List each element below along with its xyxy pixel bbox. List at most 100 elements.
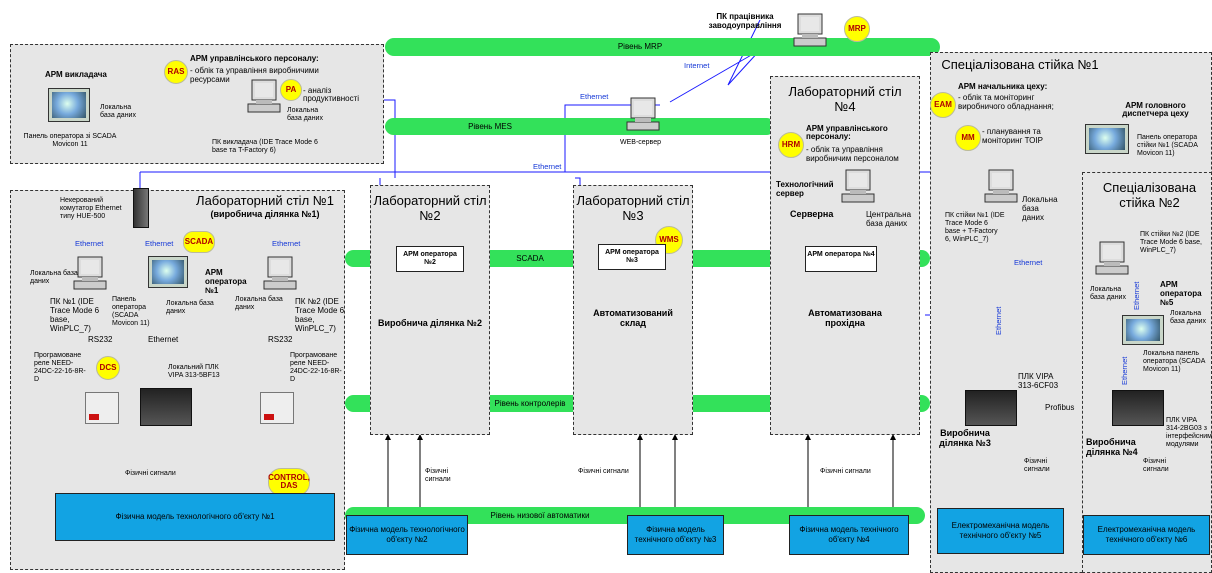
- lab1-signals: Фізичні сигнали: [125, 470, 176, 477]
- ethernet-web-label: Ethernet: [580, 92, 609, 101]
- switch-label: Некерований комутатор Ethernet типу HUE-…: [60, 197, 122, 220]
- rack1-pc-label: ПК стійки №1 (IDE Trace Mode 6 base + T-…: [945, 212, 1005, 243]
- lab1-db-left: Локальна база даних: [30, 270, 78, 285]
- rack1-db: Локальна база даних: [1022, 195, 1058, 222]
- internet-label: Internet: [684, 61, 710, 70]
- mgmt-title: АРМ управлінського персоналу:: [190, 54, 319, 63]
- teacher-db: Локальна база даних: [100, 104, 136, 119]
- rack2-model: Електромеханічна модель технічного об'єк…: [1083, 515, 1210, 555]
- lab4-op-box: АРМ оператора №4: [805, 246, 877, 272]
- band-mes: [385, 118, 775, 135]
- dcs-badge: DCS: [96, 356, 120, 380]
- rack2-plc-label: ПЛК VIPA 314-2BG03 з інтерфейсними модул…: [1166, 417, 1212, 448]
- relay2-icon: [260, 392, 294, 424]
- lab1-title: Лабораторний стіл №1: [196, 193, 334, 208]
- lab3-title: Лабораторний стіл №3: [576, 193, 690, 223]
- mgmt-computer-icon: [246, 78, 282, 118]
- lab4-title: Лабораторний стіл №4: [788, 84, 902, 114]
- mgmt-desc: - облік та управління виробничими ресурс…: [190, 66, 319, 84]
- band-mes-label: Рівень MES: [468, 122, 512, 131]
- rack2-box: [1082, 172, 1212, 573]
- ethernet-lab1-right: Ethernet: [272, 239, 301, 248]
- lab1-relay1-label: Програмоване реле NEED-24DC-22-16-8R-D: [34, 352, 86, 383]
- ethernet-lab1-mid: Ethernet: [145, 239, 174, 248]
- lab1-panel-icon: [148, 256, 188, 288]
- rack1-model: Електромеханічна модель технічного об'єк…: [937, 508, 1064, 554]
- lab1-plc-label: Локальний ПЛК VIPA 313-5BF13: [168, 364, 220, 379]
- rack1-title: Спеціалізована стійка №1: [941, 57, 1099, 72]
- lab1-pc1-icon: [72, 255, 108, 295]
- mgmt-db: Локальна база даних: [287, 107, 323, 122]
- relay1-icon: [85, 392, 119, 424]
- lab4-area: Автоматизована прохідна: [808, 308, 882, 328]
- rack1-dispatcher: АРМ головного диспетчера цеху: [1122, 101, 1189, 118]
- lab2-box: [370, 185, 490, 435]
- rack2-arm: АРМ оператора №5: [1160, 280, 1202, 307]
- server-icon: [840, 168, 876, 208]
- eam-badge: EAM: [930, 92, 956, 118]
- lab1-pc2-icon: [262, 255, 298, 295]
- rack2-area: Виробнича ділянка №4: [1086, 437, 1138, 457]
- rack1-area: Виробнича ділянка №3: [939, 428, 991, 448]
- lab4-hr-title: АРМ управлінського персоналу:: [806, 124, 888, 141]
- lab4-server: Технологічний сервер: [776, 180, 834, 198]
- band-controllers-label: Рівень контролерів: [494, 399, 566, 408]
- rack2-signals: Фізичні сигнали: [1143, 458, 1169, 473]
- rack1-plc-label: ПЛК VIPA 313-6CF03: [1018, 372, 1059, 390]
- rack2-db1: Локальна база даних: [1090, 286, 1126, 301]
- mm-badge: MM: [955, 125, 981, 151]
- lab2-title: Лабораторний стіл №2: [373, 193, 487, 223]
- lab4-server-room: Серверна: [790, 209, 834, 219]
- lab1-pc2-label: ПК №2 (IDE Trace Mode 6 base, WinPLC_7): [295, 297, 345, 333]
- lab2-area: Виробнича ділянка №2: [378, 318, 482, 328]
- rack2-pc-label: ПК стійки №2 (IDE Trace Mode 6 base, Win…: [1140, 231, 1202, 254]
- lab2-model: Фізична модель технологічного об'єкту №2: [346, 515, 468, 555]
- ethernet-switch-icon: [133, 188, 149, 228]
- ethernet-rack1: Ethernet: [1014, 258, 1043, 267]
- lab1-panel-label: Панель оператора (SCADA Movicon 11): [112, 296, 150, 327]
- rack2-panel-icon: [1122, 315, 1164, 345]
- lab3-op-box: АРМ оператора №3: [598, 244, 666, 270]
- profibus-label: Profibus: [1045, 403, 1075, 412]
- mgmt-pc-label: ПК викладача (IDE Trace Mode 6 base та T…: [212, 139, 318, 154]
- lab1-db-mid: Локальна база даних: [166, 300, 214, 315]
- lab1-relay2-label: Програмоване реле NEED-24DC-22-16-8R-D: [290, 352, 342, 383]
- rack2-pc-icon: [1094, 240, 1130, 280]
- rack1-chief-desc: - облік та моніторинг виробничого обладн…: [958, 93, 1054, 111]
- ethernet-rack2-vertical: Ethernet: [1132, 281, 1141, 310]
- lab1-plc-icon: [140, 388, 192, 426]
- ethernet-lab1-left: Ethernet: [75, 239, 104, 248]
- rack1-panel-icon: [1085, 124, 1129, 154]
- rs232-left: RS232: [88, 335, 113, 344]
- lab3-area: Автоматизований склад: [593, 308, 673, 328]
- lab1-arm: АРМ оператора №1: [205, 268, 247, 295]
- rack1-plc-icon: [965, 390, 1017, 426]
- lab2-op-box: АРМ оператора №2: [396, 246, 464, 272]
- lab2-signals: Фізичні сигнали: [425, 468, 451, 483]
- lab4-signals: Фізичні сигнали: [820, 468, 871, 475]
- web-server-icon: [625, 96, 661, 136]
- teacher-panel-icon: [48, 88, 90, 122]
- rack1-signals: Фізичні сигнали: [1024, 458, 1050, 473]
- ethernet-rack2-lower: Ethernet: [1120, 356, 1129, 385]
- ethernet-lab1-plc: Ethernet: [148, 335, 179, 344]
- mrp-pc-label: ПК працівника заводоуправління: [708, 12, 782, 30]
- lab1-subtitle: (виробнича ділянка №1): [210, 209, 320, 219]
- band-mrp-label: Рівень MRP: [617, 42, 663, 51]
- scada-badge: SCADA: [183, 231, 215, 253]
- pa-desc: - аналіз продуктивності: [303, 86, 360, 103]
- rack2-plc-icon: [1112, 390, 1164, 426]
- lab1-pc1-label: ПК №1 (IDE Trace Mode 6 base, WinPLC_7): [50, 297, 100, 333]
- ethernet-mes-label: Ethernet: [533, 162, 562, 171]
- band-low-label: Рівень низової автоматики: [490, 511, 590, 520]
- rs232-right: RS232: [268, 335, 293, 344]
- rack1-chief: АРМ начальника цеху:: [958, 82, 1048, 91]
- pa-badge: PA: [280, 79, 302, 101]
- lab3-signals: Фізичні сигнали: [578, 468, 629, 475]
- control-das-badge: CONTROL, DAS: [268, 468, 310, 496]
- lab4-hr-desc: - облік та управління виробничим персона…: [806, 145, 899, 163]
- ras-badge: RAS: [164, 60, 188, 84]
- lab4-model: Фізична модель технічного об'єкту №4: [789, 515, 909, 555]
- rack2-panel-label: Локальна панель оператора (SCADA Movicon…: [1143, 350, 1206, 373]
- lab4-central-db: Центральна база даних: [866, 210, 912, 228]
